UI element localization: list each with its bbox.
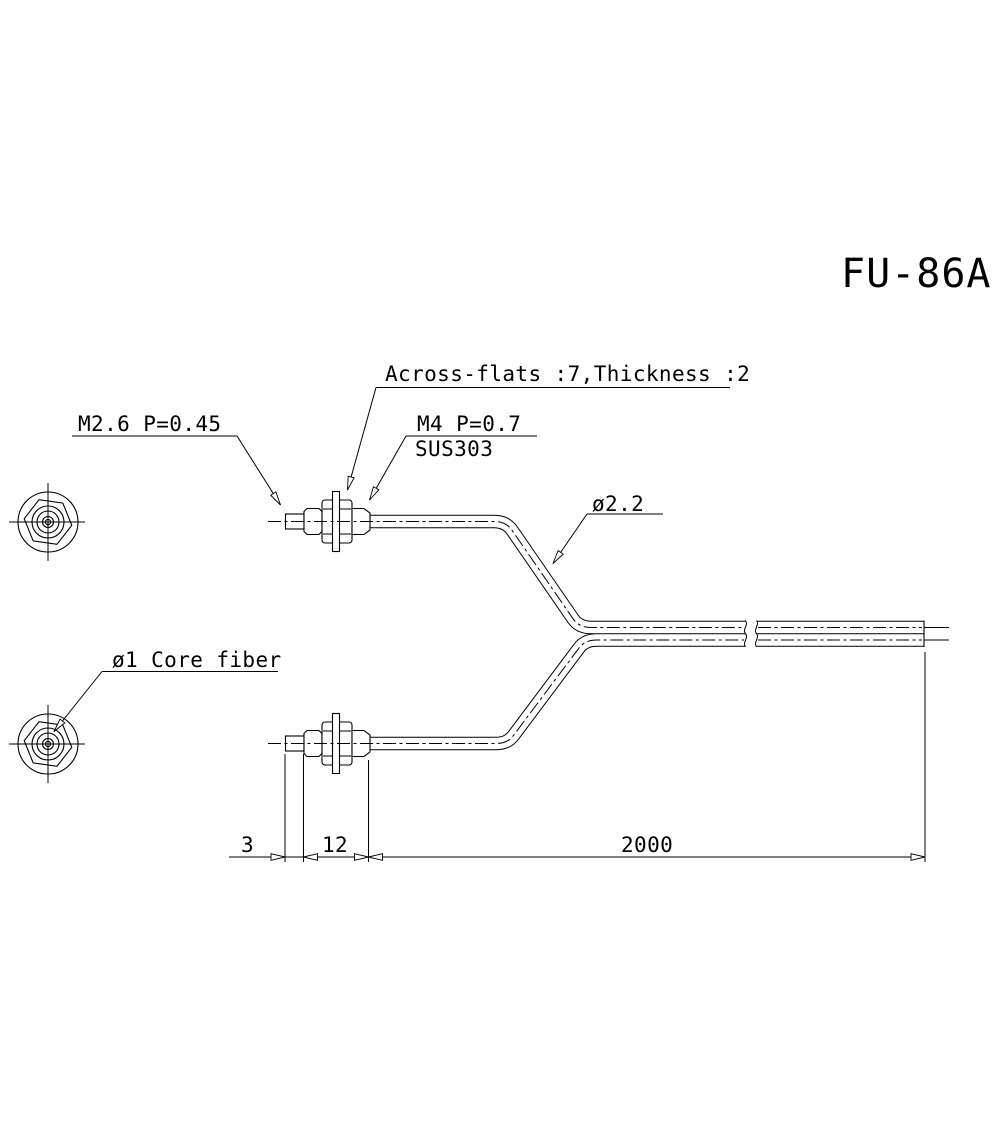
dim-arrow-cable-right [910,853,926,861]
lower-end-view [8,704,86,784]
across-flats-leader [347,387,377,491]
callouts: Across-flats :7,Thickness :2 M2.6 P=0.45… [53,362,750,732]
cable-assembly [370,514,949,751]
cable-diameter-label: ø2.2 [592,492,644,516]
drawing-title: FU-86A [841,251,992,297]
centerlines [268,521,922,744]
break-line-left [744,620,747,648]
mount-thread-leader [369,435,407,501]
break-line-right [755,620,758,648]
tip-thread-leader [236,435,281,506]
core-fiber-leader [53,671,103,732]
dim-text-thread-length: 12 [322,833,348,857]
lower-cable-fill [370,634,746,750]
across-flats-label: Across-flats :7,Thickness :2 [385,362,750,386]
tip-thread-label: M2.6 P=0.45 [78,412,221,436]
upper-cable-fill [370,515,746,634]
dim-text-cable-length: 2000 [621,833,673,857]
dim-text-tip-length: 3 [241,833,254,857]
lower-centerline [268,639,744,744]
dimensions: 3 12 2000 [229,652,926,862]
lower-cable-outline [370,633,746,751]
cable-diameter-leader [552,513,588,564]
core-fiber-label: ø1 Core fiber [112,648,282,672]
upper-centerline [268,521,744,628]
upper-end-view [8,482,86,562]
dim-arrow-cable-left [368,853,383,861]
material-label: SUS303 [415,437,493,461]
dim-arrow-head-right [354,853,369,861]
mount-thread-label: M4 P=0.7 [417,412,521,436]
dim-arrow-tip-right [303,853,318,861]
dim-arrow-tip-left [270,853,286,861]
upper-cable-outline [370,514,746,635]
